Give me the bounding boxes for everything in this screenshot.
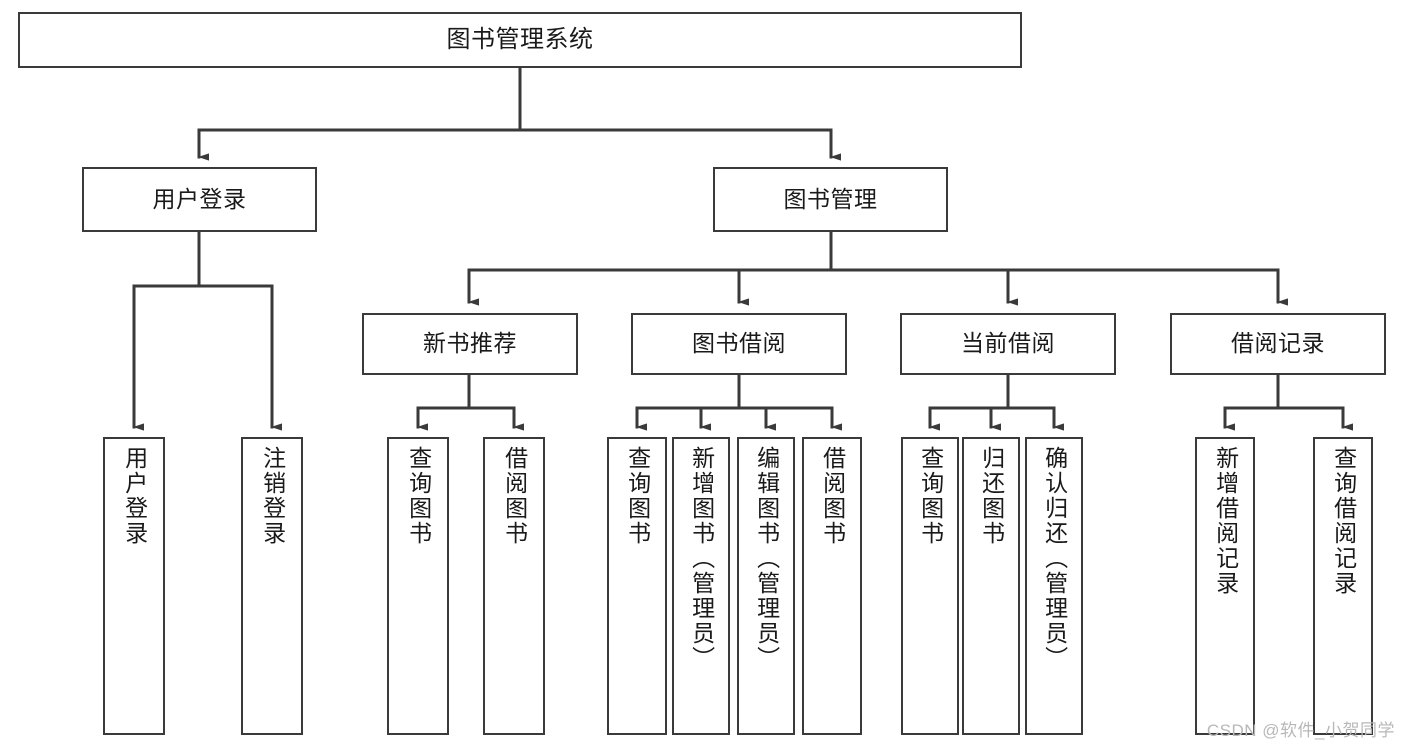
node-label: 确认归还（管理员） <box>1041 446 1068 671</box>
node-leaf-return-book[interactable]: 归还图书 <box>962 437 1020 735</box>
node-label: 用户登录 <box>152 185 247 212</box>
node-label: 注销登录 <box>259 446 286 546</box>
node-label: 查询图书 <box>624 446 651 546</box>
node-root-system[interactable]: 图书管理系统 <box>18 12 1022 68</box>
node-leaf-query-borrow-record[interactable]: 查询借阅记录 <box>1313 437 1373 735</box>
node-leaf-add-borrow-record[interactable]: 新增借阅记录 <box>1195 437 1255 735</box>
node-user-login[interactable]: 用户登录 <box>82 167 317 232</box>
node-borrow-record[interactable]: 借阅记录 <box>1170 313 1386 375</box>
node-label: 查询图书 <box>405 446 432 546</box>
node-current-borrow[interactable]: 当前借阅 <box>900 313 1116 375</box>
node-leaf-add-book[interactable]: 新增图书（管理员） <box>672 437 730 735</box>
node-label: 新增图书（管理员） <box>688 446 715 671</box>
node-label: 图书借阅 <box>692 330 786 357</box>
node-new-book-recommend[interactable]: 新书推荐 <box>362 313 578 375</box>
node-label: 新书推荐 <box>423 330 517 357</box>
node-label: 查询借阅记录 <box>1330 446 1357 596</box>
node-leaf-borrow-book-recommend[interactable]: 借阅图书 <box>483 437 545 735</box>
node-leaf-borrow-book[interactable]: 借阅图书 <box>802 437 862 735</box>
node-label: 图书管理系统 <box>446 25 594 53</box>
node-leaf-edit-book[interactable]: 编辑图书（管理员） <box>737 437 795 735</box>
node-label: 查询图书 <box>917 446 944 546</box>
node-book-borrow[interactable]: 图书借阅 <box>631 313 847 375</box>
node-label: 借阅记录 <box>1231 330 1325 357</box>
node-leaf-query-book-borrow[interactable]: 查询图书 <box>607 437 667 735</box>
node-label: 借阅图书 <box>501 446 528 546</box>
node-label: 当前借阅 <box>961 330 1055 357</box>
node-leaf-confirm-return[interactable]: 确认归还（管理员） <box>1025 437 1083 735</box>
node-leaf-query-book-recommend[interactable]: 查询图书 <box>387 437 449 735</box>
node-label: 编辑图书（管理员） <box>753 446 780 671</box>
node-leaf-logout[interactable]: 注销登录 <box>241 437 303 735</box>
node-label: 用户登录 <box>121 446 148 546</box>
node-label: 新增借阅记录 <box>1212 446 1239 596</box>
node-leaf-user-login[interactable]: 用户登录 <box>103 437 165 735</box>
node-label: 图书管理 <box>783 185 878 212</box>
node-label: 借阅图书 <box>819 446 846 546</box>
node-leaf-query-book-current[interactable]: 查询图书 <box>901 437 959 735</box>
node-book-management[interactable]: 图书管理 <box>713 167 948 232</box>
node-label: 归还图书 <box>978 446 1005 546</box>
